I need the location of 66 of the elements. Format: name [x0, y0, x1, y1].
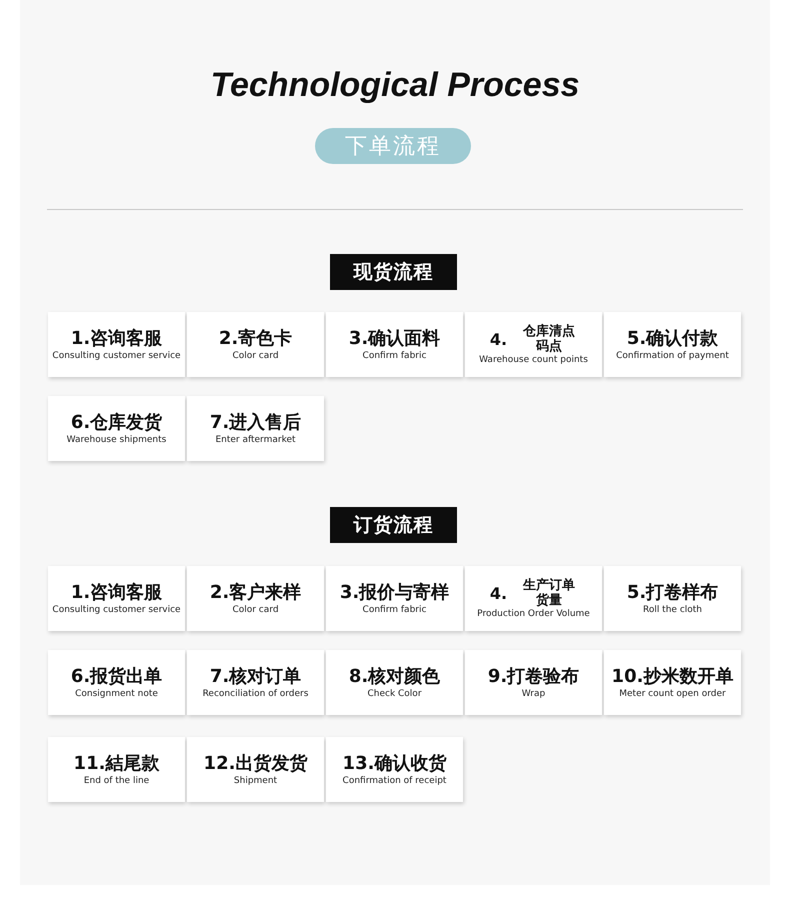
- step-title: 2.客户来样: [210, 582, 302, 604]
- step-title: 10.抄米数开单: [612, 666, 734, 688]
- step-subtitle: Check Color: [367, 689, 422, 699]
- step-card: [604, 650, 741, 715]
- step-subtitle: Reconciliation of orders: [202, 689, 308, 699]
- step-subtitle: Color card: [232, 605, 279, 615]
- step-title: 11.結尾款: [74, 753, 160, 775]
- step-title: 7.进入售后: [210, 412, 302, 434]
- step-title: 2.寄色卡: [218, 328, 292, 350]
- step-title: 3.确认面料: [348, 328, 440, 350]
- step-card: [465, 312, 602, 377]
- step-card: [48, 566, 185, 631]
- step-card: [48, 737, 185, 802]
- step-title: 1.咨询客服: [70, 582, 162, 604]
- step-subtitle: Wrap: [522, 689, 546, 699]
- step-subtitle: End of the line: [84, 776, 150, 786]
- step-card: [48, 396, 185, 461]
- step-title: 6.报货出单: [70, 666, 162, 688]
- step-card: [187, 737, 324, 802]
- step-card: [187, 566, 324, 631]
- step-subtitle: Confirm fabric: [362, 351, 426, 361]
- step-card: [187, 312, 324, 377]
- step-title: 9.打卷验布: [488, 666, 580, 688]
- step-title: 12.出货发货: [204, 753, 308, 775]
- step-card: [604, 312, 741, 377]
- step-subtitle: Consulting customer service: [52, 351, 181, 361]
- title: Technological Process: [209, 66, 581, 105]
- step-title: 6.仓库发货: [70, 412, 162, 434]
- step-title: 生产订单货量: [522, 578, 576, 608]
- subtitle-pill: 下单流程: [315, 128, 471, 164]
- step-card: [326, 737, 463, 802]
- step-subtitle: Color card: [232, 351, 279, 361]
- step-subtitle: Warehouse count points: [479, 355, 588, 365]
- step-card: [326, 650, 463, 715]
- step-number: 4.: [490, 584, 508, 602]
- step-subtitle: Confirm fabric: [362, 605, 426, 615]
- step-title: 仓库清点码点: [522, 324, 576, 354]
- step-card: [465, 566, 602, 631]
- step-card: [326, 566, 463, 631]
- step-card: [187, 650, 324, 715]
- step-subtitle: Roll the cloth: [642, 605, 702, 615]
- step-subtitle: Consignment note: [75, 689, 158, 699]
- step-subtitle: Production Order Volume: [477, 609, 590, 619]
- step-card: [326, 312, 463, 377]
- step-subtitle: Meter count open order: [619, 689, 726, 699]
- step-title: 7.核对订单: [210, 666, 302, 688]
- step-card: [48, 312, 185, 377]
- step-card: [187, 396, 324, 461]
- step-title: 5.打卷样布: [626, 582, 718, 604]
- section-heading: 现货流程: [330, 254, 457, 290]
- step-title: 13.确认收货: [342, 753, 446, 775]
- step-subtitle: Confirmation of payment: [616, 351, 729, 361]
- step-card: [48, 650, 185, 715]
- step-subtitle: Warehouse shipments: [66, 435, 166, 445]
- step-title: 8.核对颜色: [348, 666, 440, 688]
- step-title: 5.确认付款: [626, 328, 718, 350]
- step-subtitle: Shipment: [234, 776, 278, 786]
- step-subtitle: Consulting customer service: [52, 605, 181, 615]
- step-title: 3.报价与寄样: [340, 582, 450, 604]
- step-card: [604, 566, 741, 631]
- step-subtitle: Confirmation of receipt: [342, 776, 446, 786]
- step-card: [465, 650, 602, 715]
- step-title: 1.咨询客服: [70, 328, 162, 350]
- section-heading: 订货流程: [330, 507, 457, 543]
- step-subtitle: Enter aftermarket: [215, 435, 296, 445]
- step-number: 4.: [490, 330, 508, 348]
